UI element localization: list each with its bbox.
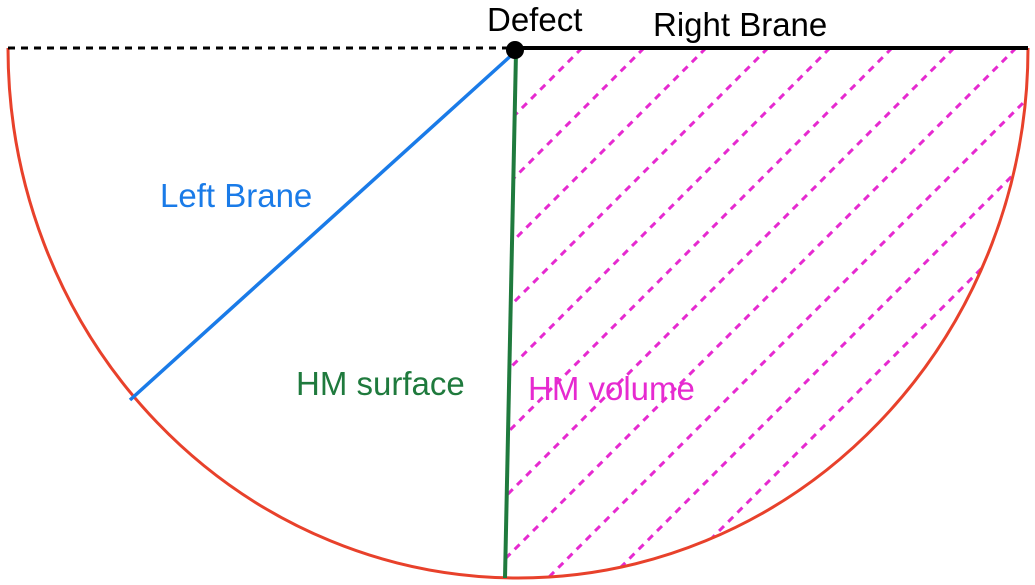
hatch-line: [764, 48, 1029, 579]
hatch-line: [505, 48, 646, 579]
hm-surface-label: HM surface: [296, 365, 465, 402]
right-brane-label: Right Brane: [653, 6, 827, 43]
hm-volume-label: HM volume: [528, 370, 695, 407]
hatch-line: [505, 48, 832, 579]
hatch-line: [516, 48, 1029, 579]
hatch-line: [640, 48, 1029, 579]
hatch-line: [505, 48, 770, 579]
left-brane-line: [128, 50, 517, 402]
hm-surface-line: [503, 51, 518, 579]
hatch-line: [578, 48, 1029, 579]
hm-volume-hatching: [505, 48, 1029, 579]
hatch-line: [505, 48, 708, 579]
hatch-line: [888, 48, 1029, 579]
boundary-arc: [6, 47, 1030, 580]
defect-label: Defect: [487, 1, 582, 38]
left-brane-label: Left Brane: [160, 177, 312, 214]
hatch-line: [505, 48, 956, 579]
hatch-line: [505, 48, 894, 579]
hatch-line: [1012, 48, 1029, 579]
defect-point: [506, 41, 524, 59]
hatch-line: [505, 48, 1018, 579]
hatch-line: [505, 48, 584, 579]
